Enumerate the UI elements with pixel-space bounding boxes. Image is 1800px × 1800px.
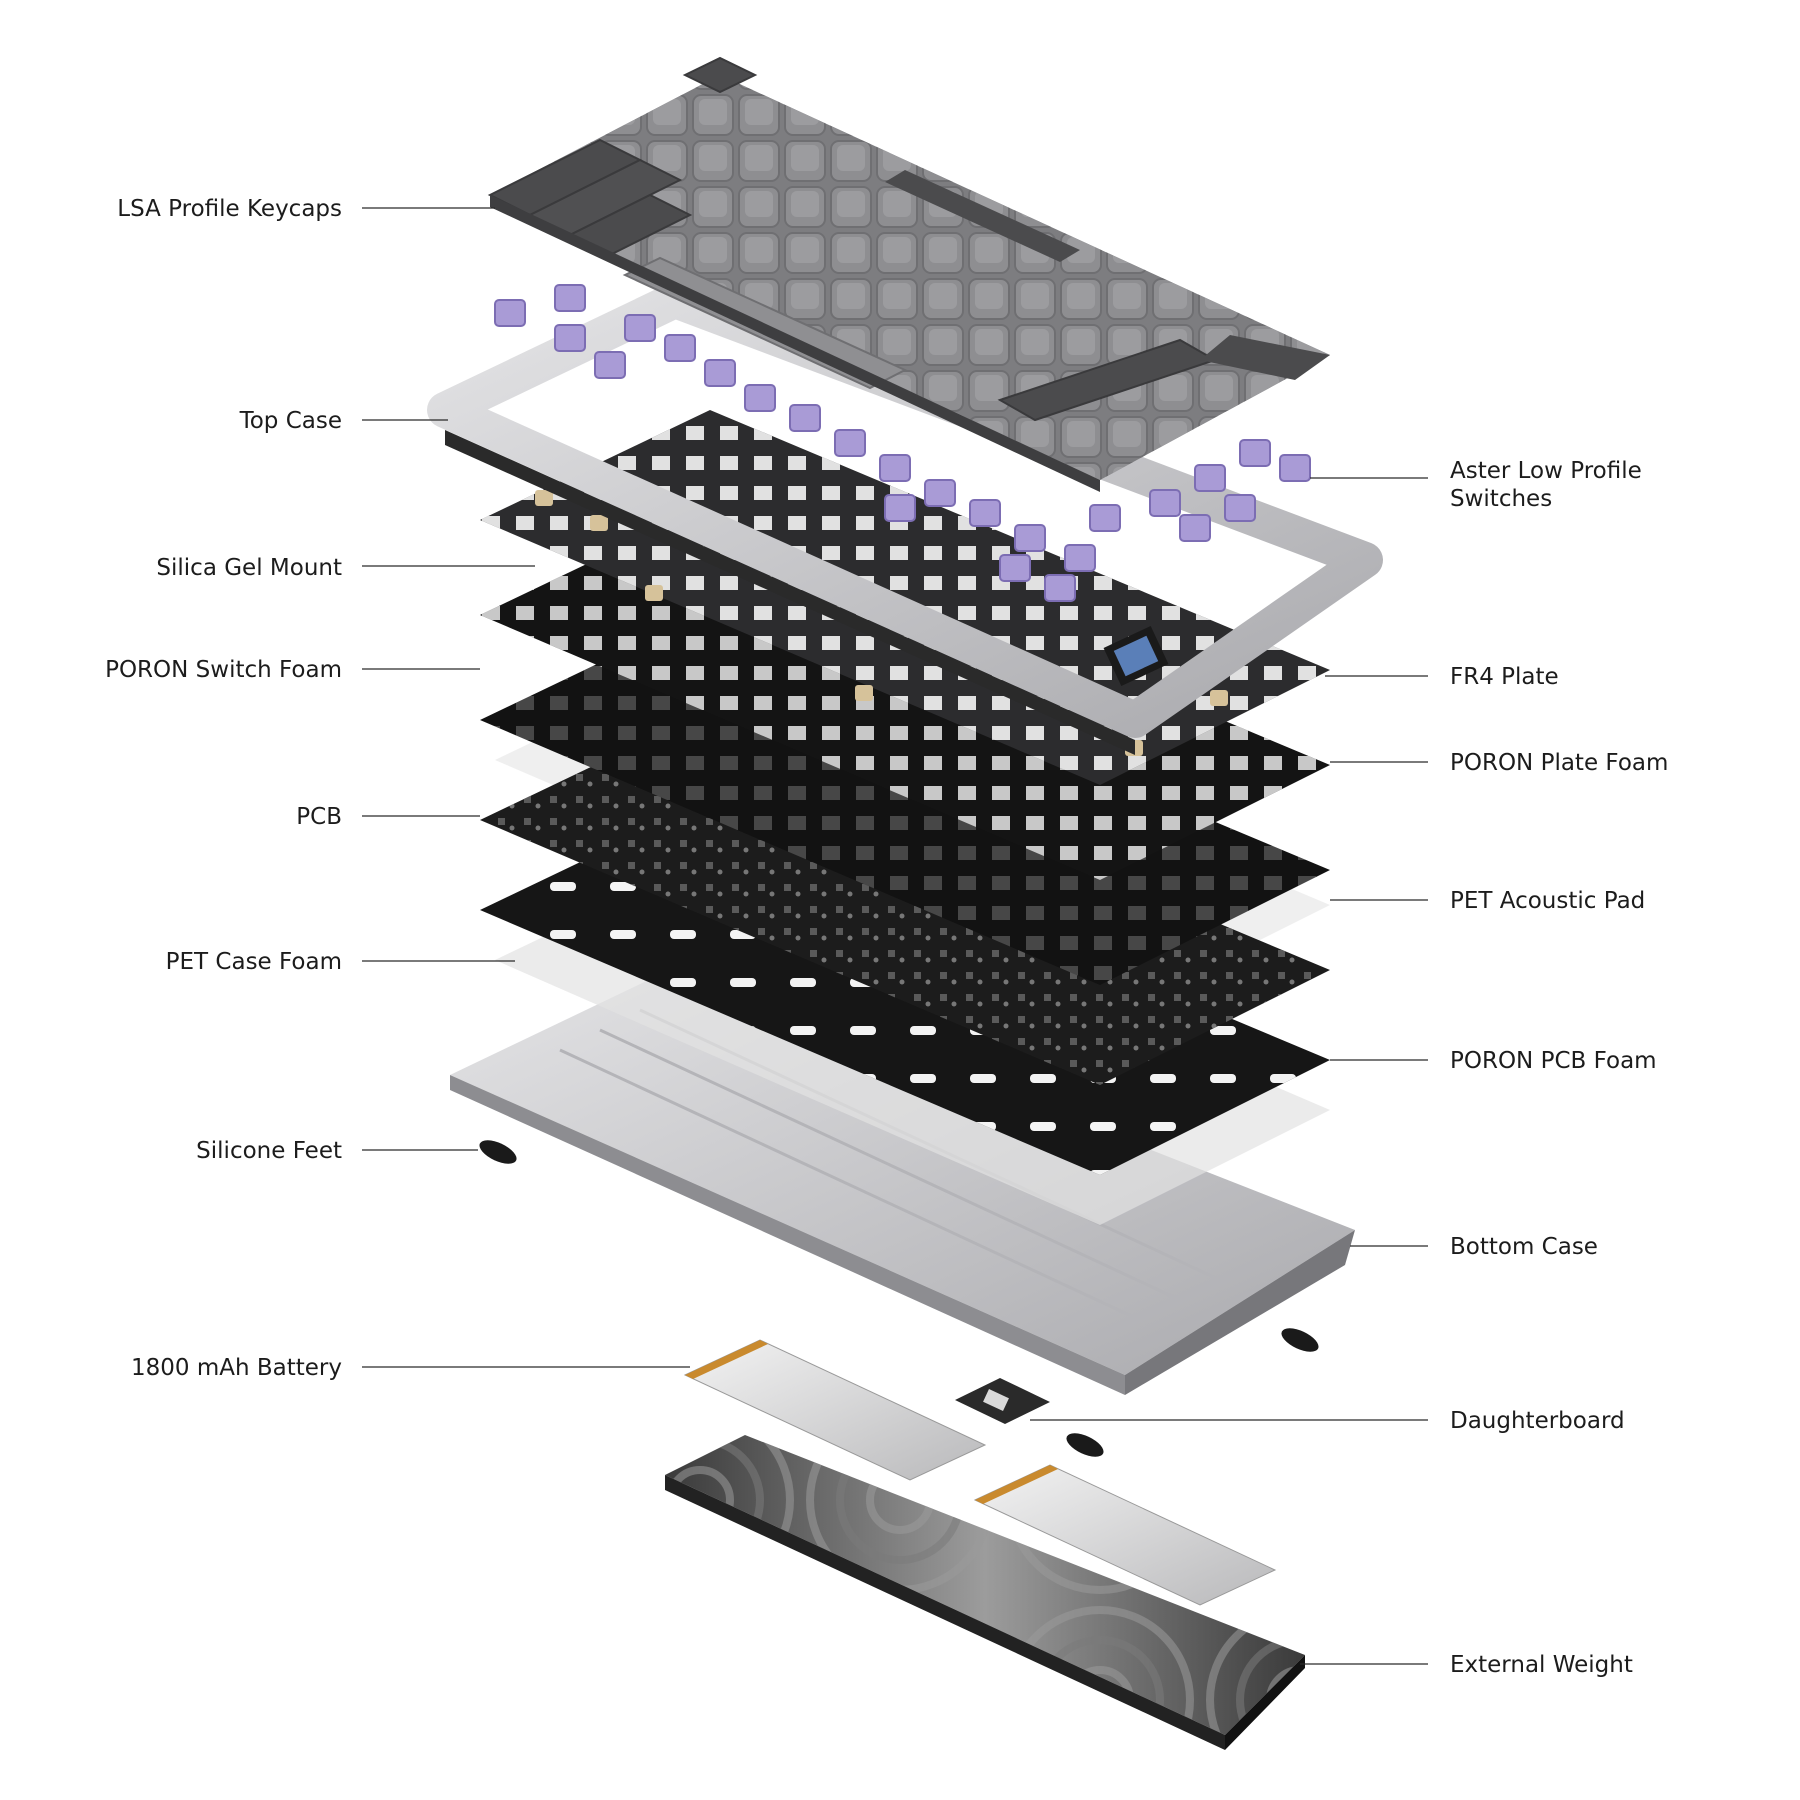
keycaps <box>487 56 1330 492</box>
silicone-foot-right <box>1281 1328 1319 1352</box>
label-battery: 1800 mAh Battery <box>131 1355 342 1381</box>
label-pet-case-foam: PET Case Foam <box>166 949 342 975</box>
label-poron-pcb-foam: PORON PCB Foam <box>1450 1048 1657 1074</box>
label-silicone-feet: Silicone Feet <box>196 1138 342 1164</box>
label-switches-line2: Switches <box>1450 486 1552 512</box>
label-keycaps: LSA Profile Keycaps <box>117 196 342 222</box>
label-daughterboard: Daughterboard <box>1450 1408 1625 1434</box>
label-fr4-plate: FR4 Plate <box>1450 664 1559 690</box>
label-poron-switch-foam: PORON Switch Foam <box>105 657 342 683</box>
silicone-foot-left <box>479 1140 517 1164</box>
label-silica-gel-mount: Silica Gel Mount <box>156 555 342 581</box>
label-top-case: Top Case <box>239 408 342 434</box>
battery-cell-right <box>973 1464 1277 1606</box>
battery-cell-left <box>683 1339 987 1481</box>
top-case <box>427 282 1383 755</box>
label-external-weight: External Weight <box>1450 1652 1633 1678</box>
daughterboard <box>955 1378 1050 1424</box>
label-poron-plate-foam: PORON Plate Foam <box>1450 750 1668 776</box>
label-pcb: PCB <box>296 804 342 830</box>
switches <box>494 284 1311 602</box>
leader-lines <box>362 207 1428 1665</box>
label-pet-acoustic-pad: PET Acoustic Pad <box>1450 888 1645 914</box>
external-weight <box>665 1435 1305 1750</box>
silicone-foot-center <box>1066 1433 1104 1457</box>
label-bottom-case: Bottom Case <box>1450 1234 1598 1260</box>
label-switches-line1: Aster Low Profile <box>1450 458 1642 484</box>
